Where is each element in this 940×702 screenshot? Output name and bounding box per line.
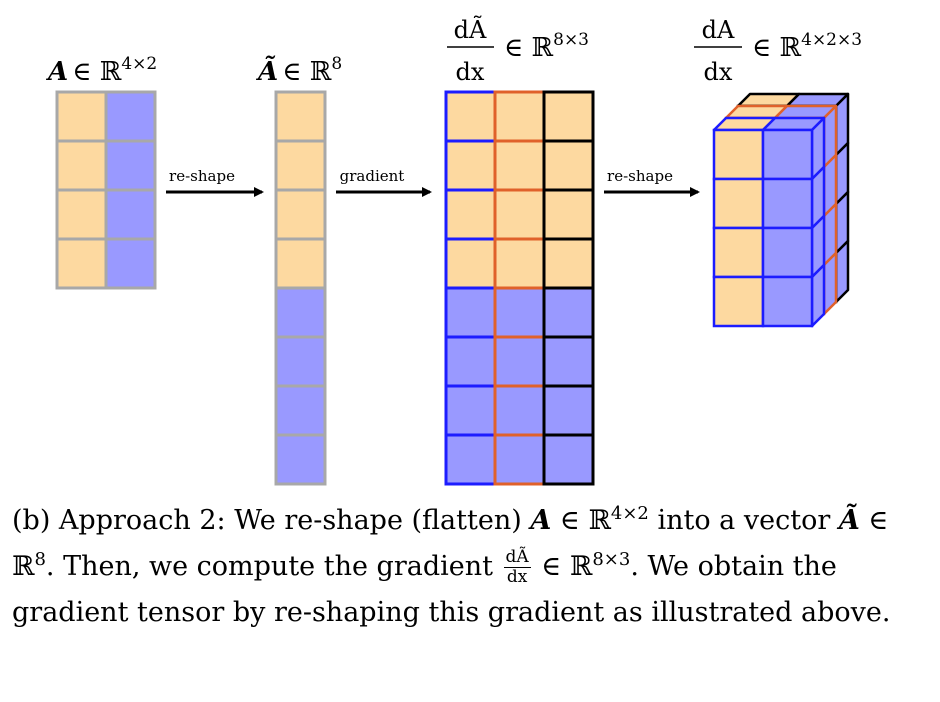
svg-text:Ã∈ ℝ8: Ã∈ ℝ8 bbox=[255, 54, 342, 87]
gradient-cell bbox=[493, 139, 546, 192]
matrix-a-cell bbox=[104, 188, 157, 241]
vector-cell bbox=[274, 90, 327, 143]
gradient-cell bbox=[542, 433, 595, 486]
tensor-side-cell bbox=[822, 251, 838, 316]
tensor-front-cell bbox=[712, 177, 765, 230]
vector-cell bbox=[274, 237, 327, 290]
vector-cell bbox=[274, 433, 327, 486]
vector-a-tilde bbox=[274, 90, 327, 486]
gradient-cell bbox=[542, 237, 595, 290]
tensor-front-cell bbox=[761, 177, 814, 230]
gradient-cell bbox=[444, 384, 497, 437]
arrow-reshape-1: re-shape bbox=[166, 167, 264, 197]
gradient-cell bbox=[542, 286, 595, 339]
gradient-tensor bbox=[712, 92, 850, 328]
label-gradient: dÃ dx ∈ ℝ8×3 bbox=[447, 15, 589, 86]
gradient-cell bbox=[493, 90, 546, 143]
vector-cell bbox=[274, 188, 327, 241]
label-a-tilde: Ã∈ ℝ8 bbox=[255, 54, 342, 87]
label-tensor: dA dx ∈ ℝ4×2×3 bbox=[694, 16, 862, 86]
gradient-cell bbox=[542, 384, 595, 437]
matrix-a-cell bbox=[104, 139, 157, 192]
gradient-cell bbox=[444, 286, 497, 339]
matrix-a-cell bbox=[55, 90, 108, 143]
gradient-cell bbox=[444, 188, 497, 241]
tensor-side-cell bbox=[834, 239, 850, 304]
matrix-a-cell bbox=[55, 139, 108, 192]
tensor-front-cell bbox=[761, 275, 814, 328]
tensor-side-cell bbox=[810, 263, 826, 328]
gradient-cell bbox=[444, 335, 497, 388]
gradient-cell bbox=[493, 335, 546, 388]
gradient-cell bbox=[542, 335, 595, 388]
vector-cell bbox=[274, 139, 327, 192]
gradient-cell bbox=[493, 433, 546, 486]
vector-cell bbox=[274, 335, 327, 388]
gradient-cell bbox=[444, 237, 497, 290]
gradient-cell bbox=[493, 286, 546, 339]
tensor-front-cell bbox=[712, 275, 765, 328]
arrow-gradient: gradient bbox=[336, 167, 432, 197]
matrix-a-cell bbox=[104, 237, 157, 290]
svg-text:dÃ: dÃ bbox=[454, 15, 487, 44]
gradient-cell bbox=[493, 188, 546, 241]
svg-text:A∈ ℝ4×2: A∈ ℝ4×2 bbox=[45, 54, 157, 87]
svg-text:re-shape: re-shape bbox=[607, 167, 673, 185]
figure-caption: (b) Approach 2: We re-shape (flatten) A … bbox=[12, 503, 891, 629]
matrix-a-cell bbox=[55, 188, 108, 241]
vector-cell bbox=[274, 384, 327, 437]
arrow-reshape-2: re-shape bbox=[604, 167, 700, 197]
svg-text:∈ ℝ4×2×3: ∈ ℝ4×2×3 bbox=[752, 30, 862, 63]
matrix-a bbox=[55, 90, 157, 290]
diagram-canvas: A∈ ℝ4×2 Ã∈ ℝ8 dÃ dx ∈ ℝ8×3 dA dx ∈ ℝ4×2×… bbox=[45, 15, 862, 486]
gradient-cell bbox=[542, 139, 595, 192]
gradient-cell bbox=[542, 90, 595, 143]
matrix-a-cell bbox=[104, 90, 157, 143]
svg-text:dA: dA bbox=[702, 16, 735, 44]
svg-text:dx: dx bbox=[456, 58, 485, 86]
gradient-cell bbox=[444, 139, 497, 192]
matrix-a-cell bbox=[55, 237, 108, 290]
tensor-front-cell bbox=[712, 226, 765, 279]
tensor-front-cell bbox=[761, 226, 814, 279]
vector-cell bbox=[274, 286, 327, 339]
svg-text:gradient: gradient bbox=[340, 167, 405, 185]
tensor-front-cell bbox=[712, 128, 765, 181]
label-a: A∈ ℝ4×2 bbox=[45, 54, 157, 87]
gradient-matrix bbox=[444, 90, 595, 486]
gradient-cell bbox=[444, 433, 497, 486]
gradient-cell bbox=[542, 188, 595, 241]
gradient-cell bbox=[444, 90, 497, 143]
tensor-front-cell bbox=[761, 128, 814, 181]
svg-text:dx: dx bbox=[704, 58, 733, 86]
gradient-cell bbox=[493, 237, 546, 290]
svg-text:∈ ℝ8×3: ∈ ℝ8×3 bbox=[504, 30, 589, 63]
gradient-cell bbox=[493, 384, 546, 437]
svg-text:re-shape: re-shape bbox=[169, 167, 235, 185]
